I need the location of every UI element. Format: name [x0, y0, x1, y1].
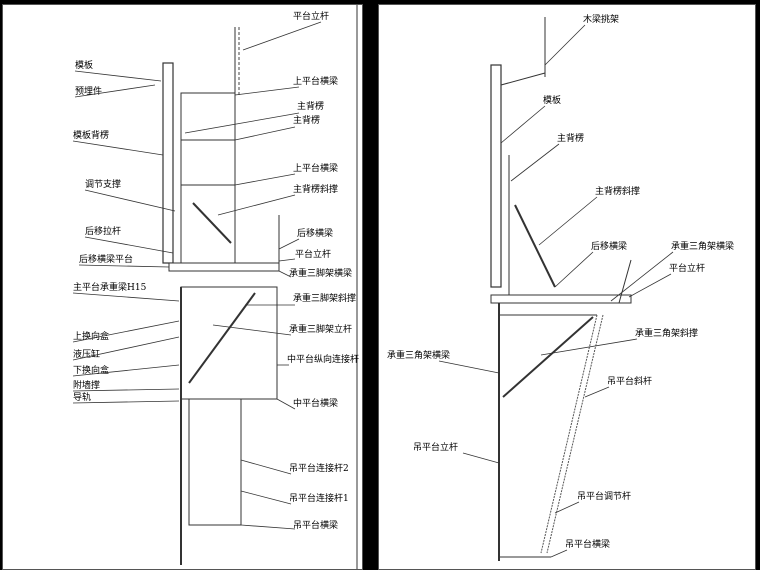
timber-bracket [500, 72, 546, 86]
label-l-hang-link-2: 吊平台连接杆2 [289, 462, 349, 474]
rear-platform [168, 262, 280, 272]
hanging-frame [188, 398, 242, 526]
label-r-waling-brace: 主背楞斜撑 [595, 185, 640, 197]
left-elevation-panel: 平台立杆 模板 预埋件 上平台横梁 主背楞 主背楞 模板背楞 上平台横梁 调节支… [2, 4, 363, 570]
leader [78, 264, 170, 268]
leader [84, 236, 174, 254]
label-l-rear-beam: 后移横梁 [297, 227, 333, 239]
waling-brace [514, 204, 556, 288]
label-l-triangle-brace: 承重三脚架斜撑 [293, 292, 356, 304]
label-l-hang-link-1: 吊平台连接杆1 [289, 492, 349, 504]
leader [212, 324, 292, 336]
label-r-hang-adjust: 吊平台调节杆 [577, 490, 631, 502]
leader [234, 173, 296, 186]
triangle-diagonal [188, 292, 256, 384]
label-l-main-platform-beam: 主平台承重梁H15 [73, 281, 147, 293]
leader [554, 501, 580, 514]
label-l-formwork-waling: 模板背楞 [73, 129, 109, 141]
leader [544, 24, 586, 66]
leader [510, 143, 560, 182]
leader [72, 336, 180, 361]
label-l-wall-brace: 附墙撑 [73, 379, 100, 391]
back-brace [192, 202, 232, 244]
leader [240, 524, 296, 530]
leader [217, 194, 296, 216]
leader [234, 126, 296, 141]
leader [184, 112, 300, 134]
label-l-upper-beam: 上平台横梁 [293, 75, 338, 87]
label-l-upper-beam-2: 上平台横梁 [293, 162, 338, 174]
label-l-guide-rail: 导轨 [73, 391, 91, 403]
triangle-brace [502, 316, 594, 398]
leader [74, 70, 162, 82]
leader [538, 196, 598, 246]
label-l-triangle-post: 承重三脚架立杆 [289, 323, 352, 335]
formwork-panel [490, 64, 502, 288]
label-l-triangle-beam: 承重三脚架横梁 [289, 267, 352, 279]
label-l-platform-post: 平台立杆 [293, 10, 329, 22]
leader [72, 388, 180, 392]
label-r-formwork: 模板 [543, 94, 561, 106]
leader [278, 238, 300, 250]
label-l-upper-reverse-box: 上换向盒 [73, 330, 109, 342]
label-l-hang-beam: 吊平台横梁 [293, 519, 338, 531]
leader [628, 273, 672, 298]
leader [72, 140, 164, 156]
leader [72, 320, 180, 343]
hanging-diagonal [540, 314, 598, 554]
label-l-rear-rod: 后移拉杆 [85, 225, 121, 237]
label-l-main-waling-b: 主背楞 [293, 114, 320, 126]
leader [278, 258, 296, 262]
leader [610, 251, 674, 302]
leader [242, 21, 322, 51]
formwork-panel [162, 62, 174, 264]
leader [550, 549, 568, 558]
leader [84, 189, 176, 212]
platform-post [618, 259, 632, 304]
leader [276, 398, 296, 410]
leader [74, 84, 156, 98]
right-elevation-drawing: 木梁挑架 模板 主背楞 主背楞斜撑 后移横梁 承重三角架横梁 平台立杆 承重三角… [387, 13, 734, 561]
leader [462, 452, 500, 464]
leader [500, 105, 546, 144]
leader [278, 270, 292, 278]
label-l-hydraulic-cylinder: 液压缸 [73, 348, 100, 360]
leader [240, 490, 292, 505]
label-r-platform-post: 平台立杆 [669, 262, 705, 274]
leader [234, 86, 300, 96]
label-r-hang-diagonal: 吊平台斜杆 [607, 375, 652, 387]
label-l-formwork: 模板 [75, 59, 93, 71]
hanging-diagonal-b [546, 314, 604, 554]
label-l-adjust-support: 调节支撑 [85, 178, 121, 190]
label-r-triangle-beam-top: 承重三角架横梁 [671, 240, 734, 252]
left-elevation-drawing: 平台立杆 模板 预埋件 上平台横梁 主背楞 主背楞 模板背楞 上平台横梁 调节支… [72, 5, 359, 569]
leader [72, 400, 180, 404]
right-elevation-panel: 木梁挑架 模板 主背楞 主背楞斜撑 后移横梁 承重三角架横梁 平台立杆 承重三角… [378, 4, 756, 570]
leader [240, 459, 292, 475]
label-l-mid-beam: 中平台横梁 [293, 397, 338, 409]
triangle-frame [180, 286, 278, 400]
label-r-triangle-brace: 承重三角架斜撑 [635, 327, 698, 339]
label-r-hang-beam: 吊平台横梁 [565, 538, 610, 550]
label-l-main-waling-a: 主背楞 [297, 100, 324, 112]
leader [72, 364, 180, 377]
rear-platform [490, 294, 632, 304]
label-r-timber-bracket: 木梁挑架 [583, 13, 619, 25]
label-r-rear-beam: 后移横梁 [591, 240, 627, 252]
leader [72, 292, 180, 302]
label-l-waling-brace: 主背楞斜撑 [293, 183, 338, 195]
label-r-main-waling: 主背楞 [557, 132, 584, 144]
label-l-mid-link: 中平台纵向连接杆 [287, 353, 359, 365]
leader [438, 360, 500, 374]
label-r-hang-post: 吊平台立杆 [413, 441, 458, 453]
leader [554, 251, 594, 288]
label-l-rear-platform: 后移横梁平台 [79, 253, 133, 265]
leader [540, 338, 638, 356]
label-r-triangle-beam: 承重三角架横梁 [387, 349, 450, 361]
label-l-platform-post-2: 平台立杆 [295, 248, 331, 260]
leader [584, 386, 610, 398]
